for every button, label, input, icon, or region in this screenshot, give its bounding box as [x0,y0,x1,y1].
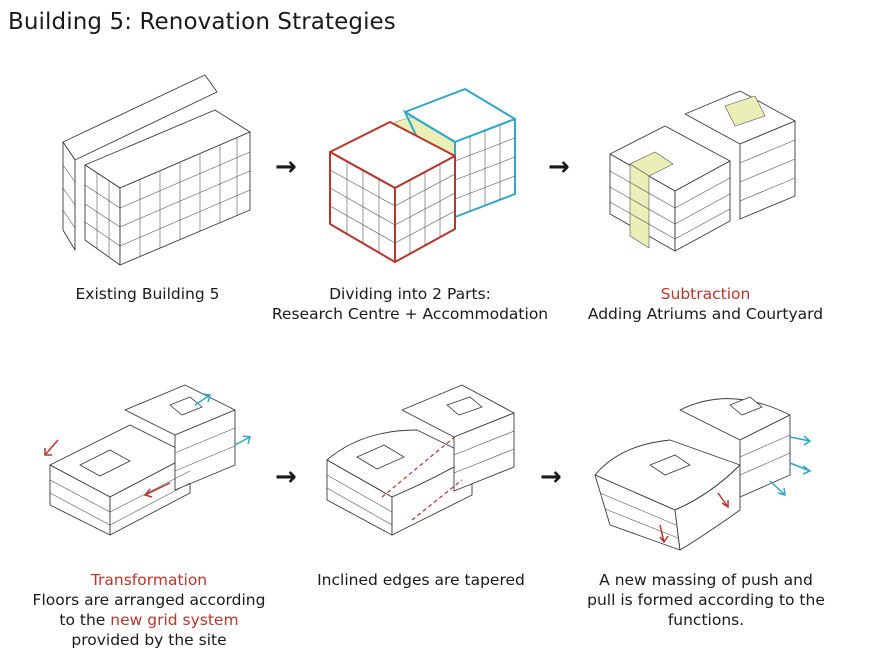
right-arrow-icon: → [540,462,562,492]
existing-building-diagram [62,74,251,266]
movement-arrow-icon [659,435,812,544]
caption-subtraction: Subtraction Adding Atriums and Courtyard [578,284,833,324]
caption-existing: Existing Building 5 [75,285,220,303]
caption-transformation: Transformation Floors are arranged accor… [20,570,278,650]
right-arrow-icon: → [275,152,297,182]
caption-tapered: Inclined edges are tapered [317,571,525,589]
right-arrow-icon: → [275,462,297,492]
caption-heading: Subtraction [660,285,751,303]
tapered-diagram [326,384,515,536]
caption-dividing: Dividing into 2 Parts: Research Centre +… [271,285,549,323]
caption-massing: A new massing of push and pull is formed… [587,571,825,629]
right-arrow-icon: → [548,152,570,182]
subtraction-diagram [609,90,796,252]
page-title: Building 5: Renovation Strategies [8,9,396,35]
caption-heading: Transformation [90,571,208,589]
massing-diagram [594,396,812,551]
transformation-diagram [44,384,251,536]
new-grid-system-highlight: new grid system [110,611,239,629]
dividing-diagram [329,88,516,263]
movement-arrow-icon [44,393,251,498]
